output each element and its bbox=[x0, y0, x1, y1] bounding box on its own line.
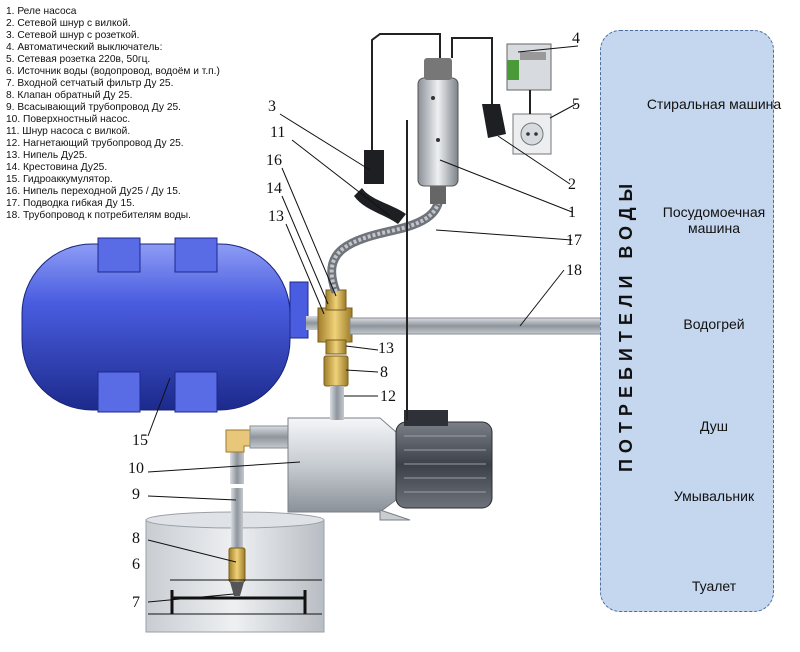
legend-item: 10. Поверхностный насос. bbox=[6, 114, 131, 125]
legend-item: 18. Трубопровод к потребителям воды. bbox=[6, 210, 191, 221]
callout-10: 10 bbox=[128, 460, 144, 477]
legend-list: 1. Реле насоса 2. Сетевой шнур с вилкой.… bbox=[6, 6, 220, 222]
legend-item: 14. Крестовина Ду25. bbox=[6, 162, 108, 173]
legend-item: 13. Нипель Ду25. bbox=[6, 150, 88, 161]
callout-8-top: 8 bbox=[380, 364, 388, 381]
legend-item: 7. Входной сетчатый фильтр Ду 25. bbox=[6, 78, 174, 89]
consumer-pipeline bbox=[349, 317, 603, 335]
callout-15: 15 bbox=[132, 432, 148, 449]
legend-item: 1. Реле насоса bbox=[6, 6, 77, 17]
callout-8-bottom: 8 bbox=[132, 530, 140, 547]
hydro-accumulator bbox=[21, 237, 309, 413]
callout-3: 3 bbox=[268, 98, 276, 115]
legend-item: 15. Гидроаккумулятор. bbox=[6, 174, 113, 185]
consumer-label-dishwasher: Посудомоечная машина bbox=[662, 204, 766, 236]
callout-7: 7 bbox=[132, 594, 140, 611]
legend-item: 9. Всасывающий трубопровод Ду 25. bbox=[6, 102, 181, 113]
callout-4: 4 bbox=[572, 30, 580, 47]
consumer-label-shower: Душ bbox=[699, 418, 729, 434]
legend-item: 2. Сетевой шнур с вилкой. bbox=[6, 18, 131, 29]
callout-17: 17 bbox=[566, 232, 582, 249]
consumer-label-sink: Умывальник bbox=[673, 488, 755, 504]
legend-item: 12. Нагнетающий трубопровод Ду 25. bbox=[6, 138, 184, 149]
circuit-breaker bbox=[506, 43, 552, 91]
callout-12: 12 bbox=[380, 388, 396, 405]
leader-lines bbox=[147, 45, 579, 615]
legend-item: 4. Автоматический выключатель: bbox=[6, 42, 163, 53]
consumer-label-washer: Стиральная машина bbox=[646, 96, 782, 112]
callout-9: 9 bbox=[132, 486, 140, 503]
consumer-label-toilet: Туалет bbox=[691, 578, 737, 594]
cables bbox=[371, 33, 531, 420]
legend-item: 11. Шнур насоса с вилкой. bbox=[6, 126, 131, 137]
callout-18: 18 bbox=[566, 262, 582, 279]
callout-5: 5 bbox=[572, 96, 580, 113]
callout-6: 6 bbox=[132, 556, 140, 573]
suction-pipe bbox=[225, 429, 263, 596]
cord-socket bbox=[364, 150, 384, 184]
consumer-label-heater: Водогрей bbox=[683, 316, 745, 332]
legend-item: 17. Подводка гибкая Ду 15. bbox=[6, 198, 135, 209]
callout-11: 11 bbox=[270, 124, 286, 141]
pump-relay bbox=[417, 58, 459, 204]
flexible-hose bbox=[327, 178, 445, 294]
callout-13-bottom: 13 bbox=[378, 340, 394, 357]
callout-14: 14 bbox=[266, 180, 282, 197]
callout-1: 1 bbox=[568, 204, 576, 221]
cross-fitting bbox=[306, 289, 353, 424]
consumers-title: ПОТРЕБИТЕЛИ ВОДЫ bbox=[616, 177, 636, 473]
legend-item: 3. Сетевой шнур с розеткой. bbox=[6, 30, 140, 41]
callout-16: 16 bbox=[266, 152, 282, 169]
pump-cord-plug bbox=[354, 188, 406, 224]
consumers-panel bbox=[600, 30, 774, 612]
callout-13-top: 13 bbox=[268, 208, 284, 225]
legend-item: 6. Источник воды (водопровод, водоём и т… bbox=[6, 66, 220, 77]
legend-item: 8. Клапан обратный Ду 25. bbox=[6, 90, 133, 101]
wall-socket bbox=[512, 113, 552, 155]
mains-plug bbox=[482, 104, 506, 138]
legend-item: 16. Нипель переходной Ду25 / Ду 15. bbox=[6, 186, 181, 197]
callout-2: 2 bbox=[568, 176, 576, 193]
surface-pump bbox=[249, 400, 493, 521]
legend-item: 5. Сетевая розетка 220в, 50гц. bbox=[6, 54, 151, 65]
